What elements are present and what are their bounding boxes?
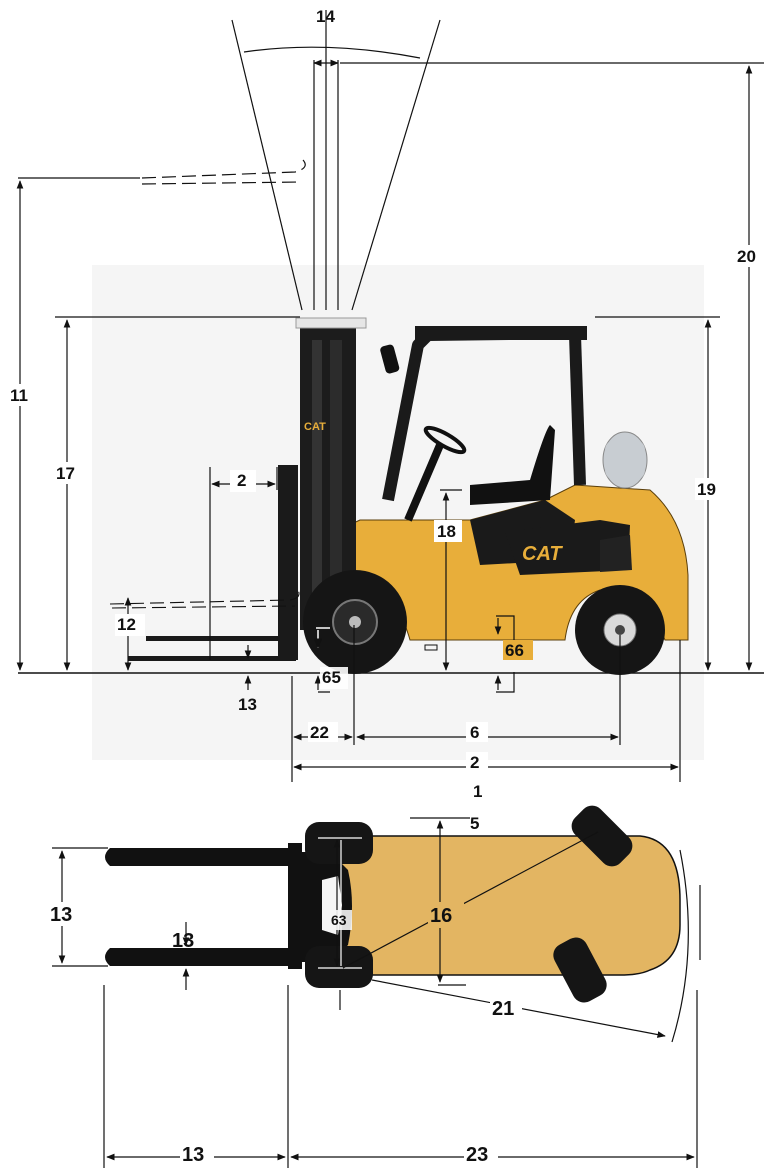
label-seat-height: 18: [437, 522, 456, 541]
cat-logo-mast: CAT: [304, 421, 326, 433]
label-overall-length: 1: [473, 782, 482, 801]
top-fork-upper: [105, 848, 290, 866]
top-front-tire-right: [305, 946, 373, 988]
label-front-track: 63: [331, 912, 347, 928]
mirror: [380, 344, 400, 374]
label-turning-radius: 21: [492, 998, 514, 1020]
label-length-to-face: 2: [470, 753, 479, 772]
label-fork-width: 13: [172, 930, 194, 952]
label-free-lift: 12: [117, 615, 136, 634]
label-overall-width: 16: [430, 905, 452, 927]
label-track-width: 5: [470, 814, 479, 833]
raised-forks-dashed: [141, 159, 306, 185]
turning-radius-arc: [671, 849, 689, 1043]
cat-panel: [505, 520, 630, 575]
top-rear-tire-left: [571, 805, 633, 867]
label-aisle-width: 23: [466, 1144, 488, 1166]
label-tilt: 14: [316, 7, 335, 26]
label-overhead-guard-height: 19: [697, 480, 716, 499]
label-ground-clearance-center: 66: [505, 641, 524, 660]
cat-logo-side: CAT: [522, 543, 563, 565]
fork-carriage: [278, 465, 298, 660]
label-wheelbase: 6: [470, 723, 479, 742]
label-fork-thickness: 13: [238, 695, 257, 714]
top-body: [317, 835, 681, 976]
steering-wheel: [423, 425, 467, 455]
label-overall-height-extended: 20: [737, 247, 756, 266]
top-fork-lower: [105, 948, 290, 966]
label-fork-length-bottom: 13: [182, 1144, 204, 1166]
forklift-side-illustration: CAT CAT: [109, 317, 689, 675]
fork-lower-2: [128, 656, 296, 661]
top-rear-tire-right: [553, 937, 607, 1003]
top-front-tire-left: [305, 822, 373, 864]
fork-lower-1: [146, 636, 296, 641]
label-mast-height-lowered: 17: [56, 464, 75, 483]
top-view: 5 16 63 13 13 21: [48, 805, 701, 1168]
label-front-overhang: 22: [310, 723, 329, 742]
label-carriage-width: 13: [50, 904, 72, 926]
label-fork-length: 2: [237, 471, 246, 490]
mast-top: [295, 317, 367, 329]
steering-column: [404, 443, 444, 522]
mast-tilt-lines: [231, 10, 441, 311]
top-fork-carriage: [288, 843, 302, 969]
seat: [470, 425, 555, 505]
label-ground-clearance-mast: 65: [322, 668, 341, 687]
side-view: 14 20 11 17 19 CAT: [8, 7, 765, 801]
lowered-forks-dashed: [109, 589, 300, 609]
label-lift-height: 11: [10, 386, 28, 405]
